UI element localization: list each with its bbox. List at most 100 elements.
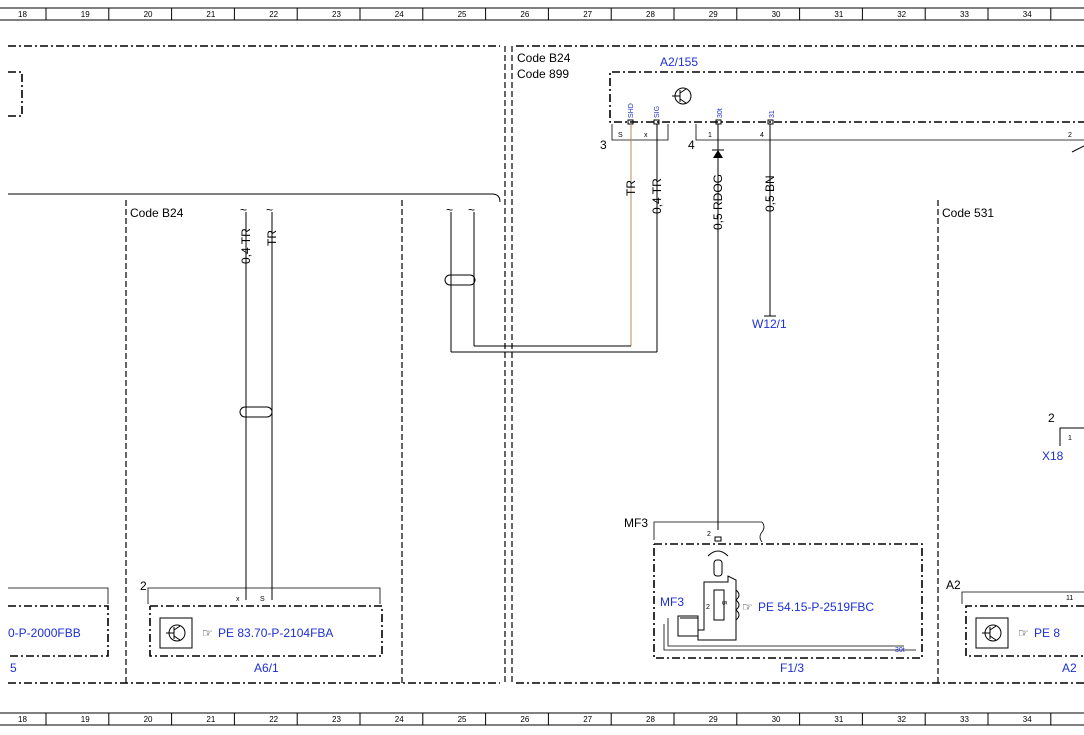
- a6-transistor-icon: [166, 624, 186, 642]
- pin-sig-label: SIG: [654, 106, 661, 118]
- ruler-number: 29: [709, 10, 718, 19]
- fuse-pin-5: 5: [720, 601, 727, 605]
- a6-1-label: A6/1: [254, 661, 279, 675]
- diode-icon: [713, 150, 723, 158]
- pin-31-label: 31: [769, 110, 776, 118]
- left-partial-component-box: [8, 605, 109, 657]
- a2-155-box: [609, 71, 1084, 123]
- f1-3-label: F1/3: [780, 661, 804, 675]
- connector-4: 4: [688, 138, 695, 152]
- a2-right-top-label: A2: [946, 578, 961, 592]
- a2-155-label: A2/155: [660, 55, 698, 69]
- mf3-connector-2: 2: [707, 531, 711, 538]
- a2-right-ref: PE 8: [1034, 626, 1060, 640]
- ruler-number: 26: [520, 715, 529, 724]
- pin-30t-label: 30t: [717, 108, 724, 118]
- ruler-number: 27: [583, 715, 592, 724]
- ruler-number: 18: [18, 715, 27, 724]
- code-b24-right-label: Code B24: [517, 51, 571, 65]
- pin-1: 1: [708, 132, 712, 139]
- shielded-pair: ~ ~: [444, 203, 657, 353]
- mf3-30t-label: 30t: [895, 647, 905, 654]
- a6-wire1-label: 0,4 TR: [239, 228, 253, 264]
- pin-s: S: [618, 132, 623, 139]
- ruler-number: 33: [960, 10, 969, 19]
- ruler-number: 31: [834, 715, 843, 724]
- ruler-number: 22: [269, 715, 278, 724]
- ruler-number: 28: [646, 715, 655, 724]
- a6-hand-icon: ☞: [202, 626, 213, 640]
- left-partial-ref: 0-P-2000FBB: [8, 626, 81, 640]
- ruler-number: 34: [1023, 10, 1032, 19]
- pin-2: 2: [1068, 132, 1072, 139]
- a6-1-wiring: ~ ~: [239, 203, 273, 600]
- ruler-number: 24: [395, 715, 404, 724]
- wire-shd-label: TR: [624, 180, 638, 196]
- pin-11: 11: [1066, 595, 1073, 602]
- left-partial-num: 5: [10, 661, 17, 675]
- pin-x: x: [644, 132, 648, 139]
- fuse-pin-2: 2: [706, 604, 710, 611]
- svg-text:~: ~: [446, 203, 453, 217]
- transistor-icon: [672, 87, 692, 105]
- code-899-label: Code 899: [517, 67, 569, 81]
- ruler-number: 20: [144, 715, 153, 724]
- ruler-number: 26: [520, 10, 529, 19]
- w12-1-label: W12/1: [752, 317, 787, 331]
- code-531-label: Code 531: [942, 206, 994, 220]
- ruler-number: 21: [206, 715, 215, 724]
- connector-3: 3: [600, 138, 607, 152]
- ruler-number: 29: [709, 715, 718, 724]
- wire-30t-label: 0,5 RDOG: [711, 174, 725, 230]
- ruler-number: 32: [897, 10, 906, 19]
- a6-1-box: [149, 605, 383, 657]
- ruler-number: 20: [144, 10, 153, 19]
- a2-right-box: [965, 605, 1084, 657]
- ruler-number: 25: [458, 715, 467, 724]
- svg-text:~: ~: [240, 203, 247, 217]
- ruler-number: 30: [772, 715, 781, 724]
- f1-3-box: [653, 543, 923, 659]
- ruler-number: 27: [583, 10, 592, 19]
- fuse-icon: [663, 550, 916, 651]
- ruler-number: 32: [897, 715, 906, 724]
- wire-31-label: 0,5 BN: [763, 175, 777, 212]
- a6-1-connector-2: 2: [140, 579, 147, 593]
- ruler-number: 23: [332, 10, 341, 19]
- ruler-number: 19: [81, 715, 90, 724]
- x18-label: X18: [1042, 449, 1064, 463]
- ruler-number: 18: [18, 10, 27, 19]
- ruler-number: 30: [772, 10, 781, 19]
- a6-1-ref: PE 83.70-P-2104FBA: [218, 626, 333, 640]
- pin-4: 4: [760, 132, 764, 139]
- a6-pin-s: S: [260, 596, 265, 603]
- ruler-number: 19: [81, 10, 90, 19]
- wire-sig-label: 0,4 TR: [650, 178, 664, 214]
- svg-text:~: ~: [266, 203, 273, 217]
- f1-hand-icon: ☞: [742, 600, 753, 614]
- code-b24-left-label: Code B24: [130, 206, 184, 220]
- pin-shd-label: SHD: [628, 103, 635, 118]
- a6-pin-x: x: [236, 596, 240, 603]
- ruler-number: 24: [395, 10, 404, 19]
- left-partial-box: [8, 71, 23, 117]
- a2-right-hand-icon: ☞: [1018, 626, 1029, 640]
- ruler-number: 23: [332, 715, 341, 724]
- a2-right-transistor-icon: [982, 624, 1002, 642]
- ruler-number: 21: [206, 10, 215, 19]
- a6-wire2-label: TR: [265, 230, 279, 246]
- f1-3-ref: PE 54.15-P-2519FBC: [758, 600, 874, 614]
- x18-connector-2: 2: [1048, 411, 1055, 425]
- ruler-number: 28: [646, 10, 655, 19]
- ruler-number: 33: [960, 715, 969, 724]
- x18-pin-1: 1: [1068, 435, 1072, 442]
- a2-right-bottom-label: A2: [1062, 661, 1077, 675]
- mf3-side-label: MF3: [660, 595, 684, 609]
- svg-text:~: ~: [468, 203, 475, 217]
- ruler-number: 31: [834, 10, 843, 19]
- mf3-top-label: MF3: [624, 516, 648, 530]
- ruler-number: 22: [269, 10, 278, 19]
- ruler-number: 34: [1023, 715, 1032, 724]
